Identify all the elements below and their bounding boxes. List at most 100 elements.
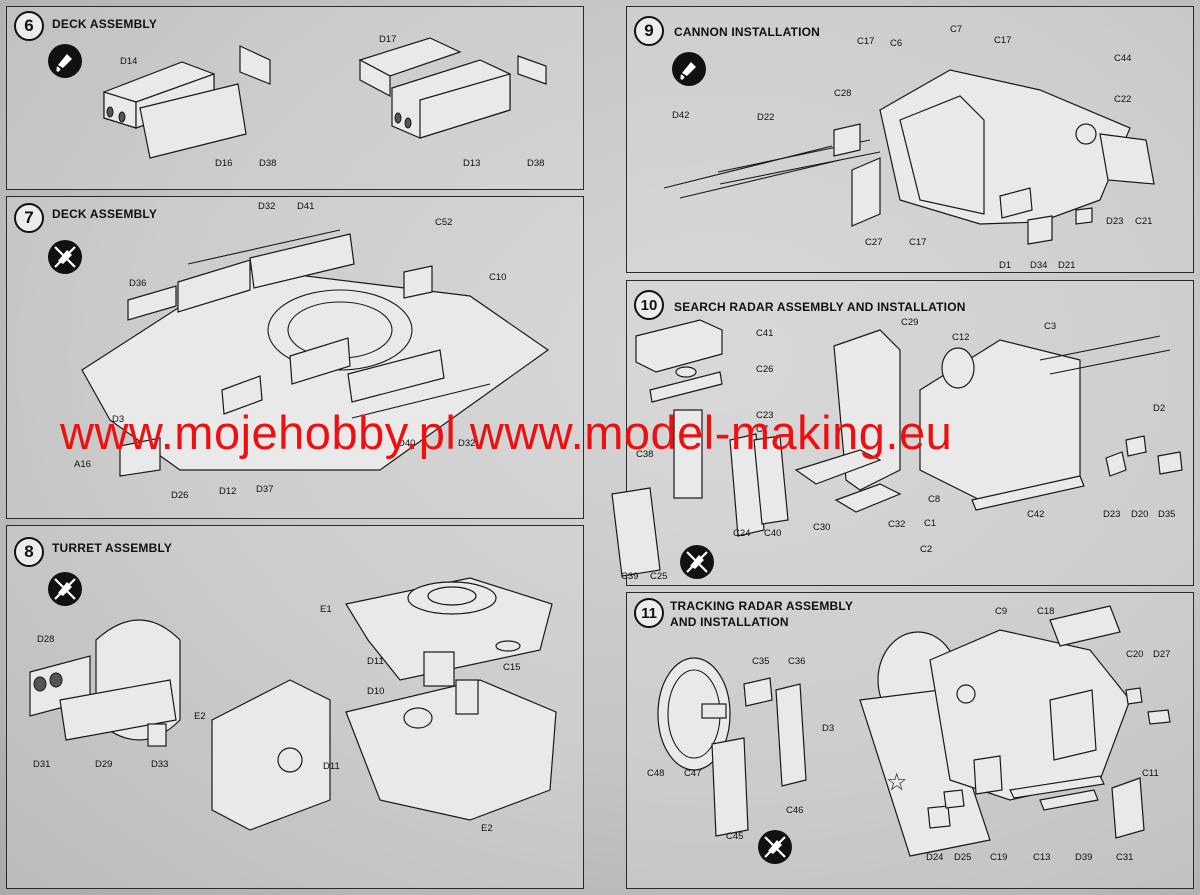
part-label: C13 [1033,852,1051,863]
part-label: C6 [890,38,903,49]
part-label: D42 [672,110,690,121]
part-label: E1 [320,604,332,615]
part-label: D3 [822,723,835,734]
part-label: D31 [33,759,51,770]
part-label: D20 [1131,509,1149,520]
part-label: D10 [367,686,385,697]
svg-text:☆: ☆ [886,768,908,796]
part-label: C21 [1135,216,1153,227]
part-label: D16 [215,158,233,169]
part-label: D27 [1153,649,1171,660]
no-glue-icon [48,572,82,606]
turret-parts [29,577,557,831]
part-label: D37 [256,484,274,495]
part-label: C38 [636,449,654,460]
part-label: D26 [171,490,189,501]
step-11-title: TRACKING RADAR ASSEMBLY AND INSTALLATION [670,599,854,629]
part-label: C7 [950,24,963,35]
part-label: D22 [757,112,775,123]
part-label: D11 [323,761,340,772]
part-label: C24 [733,528,751,539]
part-label: C36 [788,656,806,667]
part-label: C40 [764,528,782,539]
part-label: D24 [926,852,944,863]
part-label: C23 [756,410,774,421]
part-label: C3 [1044,321,1057,332]
part-label: D39 [1075,852,1093,863]
part-label: D3 [112,414,125,425]
part-label: C9 [995,606,1008,617]
part-label: C8 [928,494,941,505]
part-label: C11 [1142,768,1159,779]
part-label: A16 [74,459,91,470]
part-label: D33 [151,759,169,770]
part-label: D29 [95,759,113,770]
part-label: D23 [1106,216,1124,227]
part-label: D34 [1030,260,1048,271]
part-label: D11 [367,656,384,667]
part-label: C22 [1114,94,1132,105]
part-label: C44 [1114,53,1132,64]
part-label: D32 [458,438,476,449]
part-label: D13 [463,158,481,169]
part-label: D21 [1058,260,1076,271]
part-label: D28 [37,634,55,645]
part-label: C26 [756,364,774,375]
tracking-radar: ☆ [657,605,1171,857]
step-10-title: SEARCH RADAR ASSEMBLY AND INSTALLATION [674,300,966,314]
part-label: C42 [1027,509,1045,520]
part-label: D38 [527,158,545,169]
part-label: C7 [756,424,769,435]
part-label: C17 [909,237,927,248]
part-label: C17 [994,35,1012,46]
part-label: C2 [920,544,933,555]
watermark-text: www.mojehobby.pl www.model-making.eu [60,406,953,459]
part-label: E2 [194,711,206,722]
part-label: D23 [1103,509,1121,520]
step-9-title: CANNON INSTALLATION [674,25,821,39]
part-label: C20 [1126,649,1144,660]
part-label: D14 [120,56,138,67]
cannon-turret [663,69,1155,245]
part-label: D38 [259,158,277,169]
part-label: D36 [129,278,147,289]
part-label: C10 [489,272,507,283]
part-label: C47 [684,768,702,779]
part-label: C30 [813,522,831,533]
step-9-number: 9 [634,16,664,46]
part-label: E2 [481,823,493,834]
step-7-number: 7 [14,203,44,233]
glue-tube-icon [48,44,82,78]
part-label: C17 [857,36,875,47]
part-label: D17 [379,34,397,45]
part-label: C35 [752,656,770,667]
part-label: C41 [756,328,774,339]
part-label: C27 [865,237,883,248]
step-11-number: 11 [634,598,664,628]
part-label: D25 [954,852,972,863]
step-7-title: DECK ASSEMBLY [52,207,158,221]
part-label: D40 [398,438,416,449]
search-radar [611,319,1183,577]
part-label: C52 [435,217,453,228]
glue-tube-icon [672,52,706,86]
step-6-title: DECK ASSEMBLY [52,17,158,31]
part-label: C32 [888,519,906,530]
part-label: D12 [219,486,237,497]
part-label: C12 [952,332,970,343]
part-label: C45 [726,831,744,842]
step-8-number: 8 [14,537,44,567]
no-glue-icon [680,545,714,579]
step-10-number: 10 [634,290,664,320]
deck-part-d14 [103,45,271,159]
step-8-title: TURRET ASSEMBLY [52,541,173,555]
step-6-number: 6 [14,11,44,41]
part-label: C46 [786,805,804,816]
part-label: C31 [1116,852,1134,863]
part-label: C48 [647,768,665,779]
part-label: D2 [1153,403,1166,414]
part-label: C28 [834,88,852,99]
no-glue-icon [758,830,792,864]
